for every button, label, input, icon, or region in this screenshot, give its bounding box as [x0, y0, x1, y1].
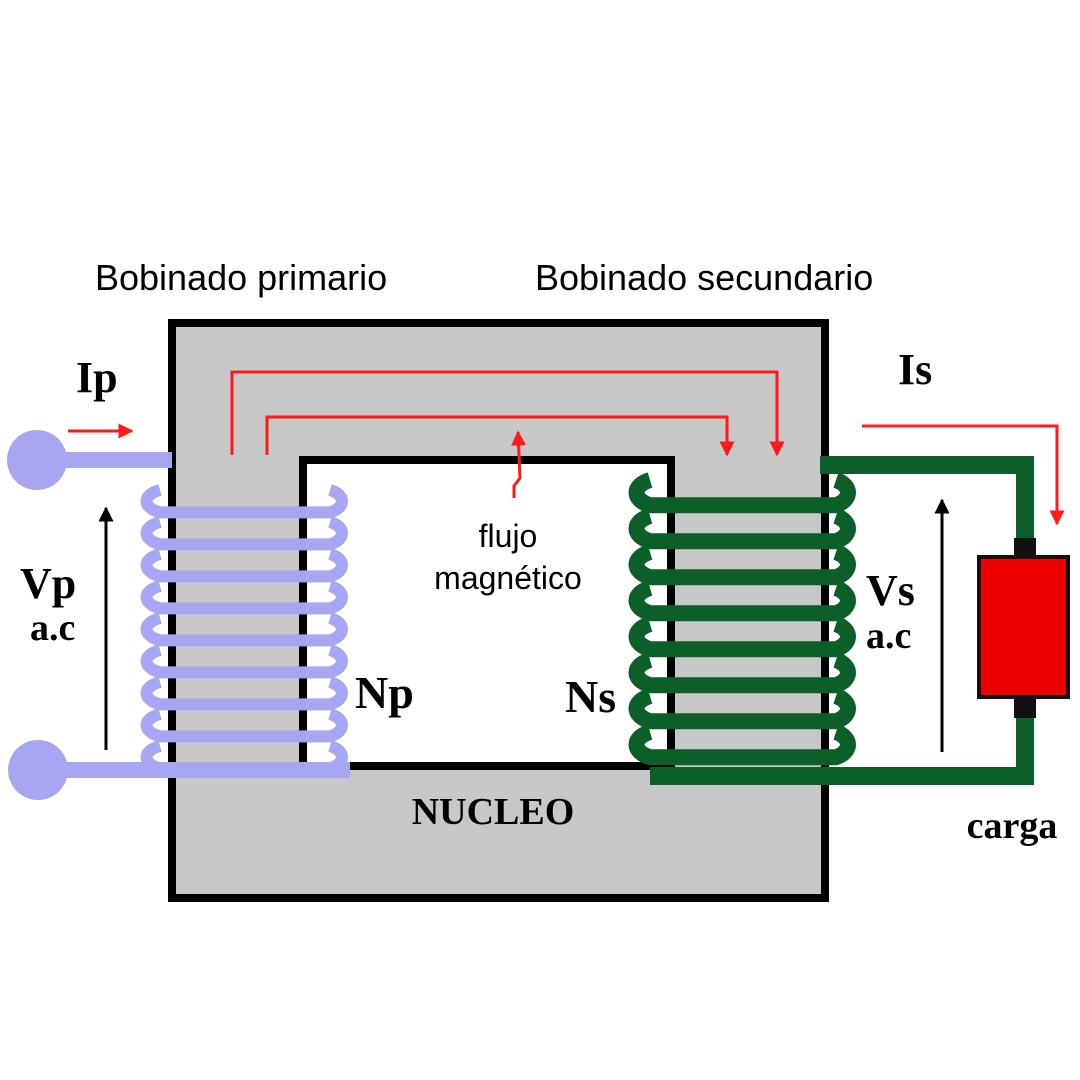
primary-terminal-top: [7, 430, 67, 490]
flux-path-outer: [230, 370, 785, 457]
coil-turn: [628, 508, 856, 550]
flux-path-inner: [265, 415, 735, 457]
flux-indicator-arrow: [511, 430, 527, 498]
secondary-coil: [628, 472, 856, 766]
primary-lead-top: [50, 452, 172, 468]
coil-turn: [140, 644, 348, 679]
flux-label-line1: flujo: [479, 518, 538, 554]
coil-turn: [140, 484, 348, 519]
secondary-circuit: [650, 424, 1070, 785]
load-resistor: [977, 555, 1070, 699]
load-terminal-bottom: [1014, 696, 1036, 718]
core-window: [299, 456, 675, 770]
coil-turn: [140, 612, 348, 647]
coil-turn: [140, 740, 348, 775]
coil-turn: [140, 676, 348, 711]
primary-voltage-label: Vp: [20, 559, 76, 608]
load-label: carga: [967, 805, 1058, 847]
secondary-lead-top: [820, 456, 1034, 560]
primary-winding-label: Bobinado primario: [95, 257, 387, 298]
coil-turn: [628, 544, 856, 586]
secondary-lead-bottom: [650, 695, 1034, 785]
coil-turn: [628, 472, 856, 514]
coil-turn: [628, 616, 856, 658]
flux-label-line2: magnético: [434, 560, 582, 596]
primary-turns-label: Np: [355, 667, 414, 718]
secondary-current-label: Is: [898, 345, 932, 394]
magnetic-flux-arrows: [230, 370, 785, 498]
core-label: NUCLEO: [412, 791, 575, 833]
secondary-turns-label: Ns: [565, 671, 616, 722]
coil-turn: [628, 688, 856, 730]
load-terminal-top: [1014, 538, 1036, 560]
labels: Bobinado primario Bobinado secundario Ip…: [20, 257, 1057, 847]
secondary-current-arrow: [862, 424, 1065, 526]
coil-turn: [140, 580, 348, 615]
secondary-voltage-label: Vs: [866, 566, 915, 615]
coil-turn: [140, 516, 348, 551]
coil-turn: [628, 652, 856, 694]
coil-turn: [628, 580, 856, 622]
coil-turn: [140, 548, 348, 583]
coil-turn: [140, 708, 348, 743]
secondary-winding-label: Bobinado secundario: [535, 257, 873, 298]
primary-coil: [140, 484, 348, 775]
secondary-voltage-type-label: a.c: [866, 615, 911, 657]
primary-voltage-type-label: a.c: [30, 607, 75, 649]
primary-current-label: Ip: [76, 353, 118, 402]
coil-turn: [628, 724, 856, 766]
primary-terminal-bottom: [8, 740, 68, 800]
